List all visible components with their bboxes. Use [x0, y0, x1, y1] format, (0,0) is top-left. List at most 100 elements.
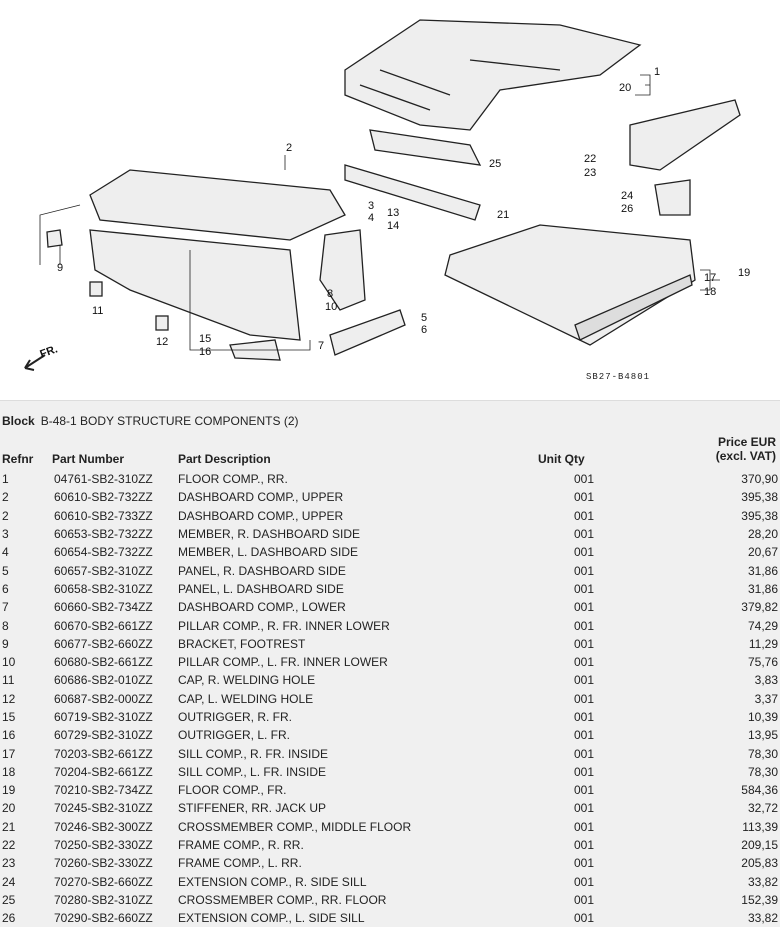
front-arrow-icon	[24, 354, 46, 371]
description-cell: DASHBOARD COMP., UPPER	[178, 490, 344, 505]
callout-21: 21	[497, 209, 510, 221]
refnr-cell: 21	[2, 819, 16, 834]
leader-lines	[39, 74, 720, 351]
header-price-line2: (excl. VAT)	[715, 449, 776, 463]
block-label: Block	[2, 414, 35, 428]
unit-qty-cell: 001	[573, 728, 594, 743]
callout-9: 9	[57, 262, 64, 274]
callout-6: 6	[421, 324, 428, 336]
price-cell: 13,95	[747, 728, 778, 743]
unit-qty-cell: 001	[573, 856, 594, 871]
callout-10: 10	[325, 301, 338, 313]
header-refnr: Refnr	[2, 452, 34, 466]
refnr-cell: 10	[2, 655, 16, 670]
description-cell: MEMBER, L. DASHBOARD SIDE	[178, 545, 359, 560]
dashboard-upper-part	[89, 169, 346, 241]
description-cell: FRAME COMP., R. RR.	[178, 838, 304, 853]
callout-4: 4	[368, 212, 375, 224]
refnr-cell: 6	[2, 581, 9, 596]
price-cell: 31,86	[747, 563, 778, 578]
unit-qty-cell: 001	[573, 472, 594, 487]
unit-qty-cell: 001	[573, 746, 594, 761]
refnr-cell: 9	[2, 636, 9, 651]
part-number-cell: 60729-SB2-310ZZ	[54, 728, 153, 743]
description-cell: DASHBOARD COMP., UPPER	[178, 508, 344, 523]
cap-part-11	[89, 281, 103, 297]
price-cell: 75,76	[747, 655, 778, 670]
callout-23: 23	[584, 167, 597, 179]
unit-qty-cell: 001	[573, 838, 594, 853]
description-cell: PILLAR COMP., L. FR. INNER LOWER	[178, 655, 388, 670]
sill-extension-part	[654, 179, 691, 216]
bracket-part	[46, 229, 63, 248]
description-cell: EXTENSION COMP., R. SIDE SILL	[178, 874, 367, 889]
header-unit-qty: Unit Qty	[538, 452, 585, 466]
part-number-cell: 60657-SB2-310ZZ	[54, 563, 153, 578]
middle-crossmember-part	[344, 164, 481, 221]
part-number-cell: 60670-SB2-661ZZ	[54, 618, 153, 633]
description-cell: FRAME COMP., L. RR.	[178, 856, 302, 871]
price-cell: 11,29	[748, 636, 778, 651]
refnr-cell: 12	[2, 691, 16, 706]
callout-12: 12	[156, 336, 169, 348]
callout-24: 24	[621, 190, 634, 202]
header-price: Price EUR (excl. VAT)	[716, 435, 776, 463]
description-cell: PANEL, R. DASHBOARD SIDE	[178, 563, 346, 578]
description-cell: CAP, L. WELDING HOLE	[178, 691, 314, 706]
part-number-cell: 70280-SB2-310ZZ	[54, 892, 153, 907]
refnr-cell: 19	[2, 783, 16, 798]
callout-25: 25	[489, 158, 502, 170]
price-cell: 395,38	[741, 508, 778, 523]
rear-floor-part	[344, 19, 642, 131]
refnr-cell: 18	[2, 764, 16, 779]
part-number-cell: 70210-SB2-734ZZ	[54, 783, 153, 798]
price-cell: 113,39	[742, 819, 778, 834]
callout-8: 8	[327, 288, 334, 300]
sill-part	[574, 274, 693, 341]
unit-qty-cell: 001	[573, 655, 594, 670]
exploded-view-drawing	[24, 19, 741, 371]
price-cell: 78,30	[747, 746, 778, 761]
callout-5: 5	[421, 312, 428, 324]
callout-18: 18	[704, 286, 717, 298]
description-cell: FLOOR COMP., FR.	[178, 783, 287, 798]
unit-qty-cell: 001	[573, 801, 594, 816]
cap-part-12	[155, 315, 169, 331]
rear-crossmember-part	[369, 129, 482, 166]
unit-qty-cell: 001	[573, 563, 594, 578]
part-number-cell: 70260-SB2-330ZZ	[54, 856, 153, 871]
callout-14: 14	[387, 220, 400, 232]
unit-qty-cell: 001	[573, 764, 594, 779]
drawing-code: SB27-B4801	[586, 372, 651, 382]
refnr-cell: 17	[2, 746, 16, 761]
unit-qty-cell: 001	[573, 892, 594, 907]
dashboard-lower-part	[89, 229, 301, 341]
refnr-cell: 7	[2, 600, 9, 615]
price-cell: 10,39	[747, 710, 778, 724]
callout-17: 17	[704, 272, 717, 284]
side-panel-part	[329, 309, 406, 356]
part-number-cell: 70270-SB2-660ZZ	[54, 874, 153, 889]
callout-16: 16	[199, 346, 212, 358]
unit-qty-cell: 001	[573, 911, 594, 926]
refnr-cell: 15	[2, 710, 16, 724]
price-cell: 32,72	[747, 801, 778, 816]
parts-diagram: 1 20 2 3 4 13 14 25 21 22 23 24 26 9 11 …	[0, 0, 780, 401]
description-cell: MEMBER, R. DASHBOARD SIDE	[178, 527, 361, 542]
refnr-cell: 3	[2, 527, 9, 542]
callout-7: 7	[318, 340, 325, 352]
price-cell: 395,38	[741, 490, 778, 505]
